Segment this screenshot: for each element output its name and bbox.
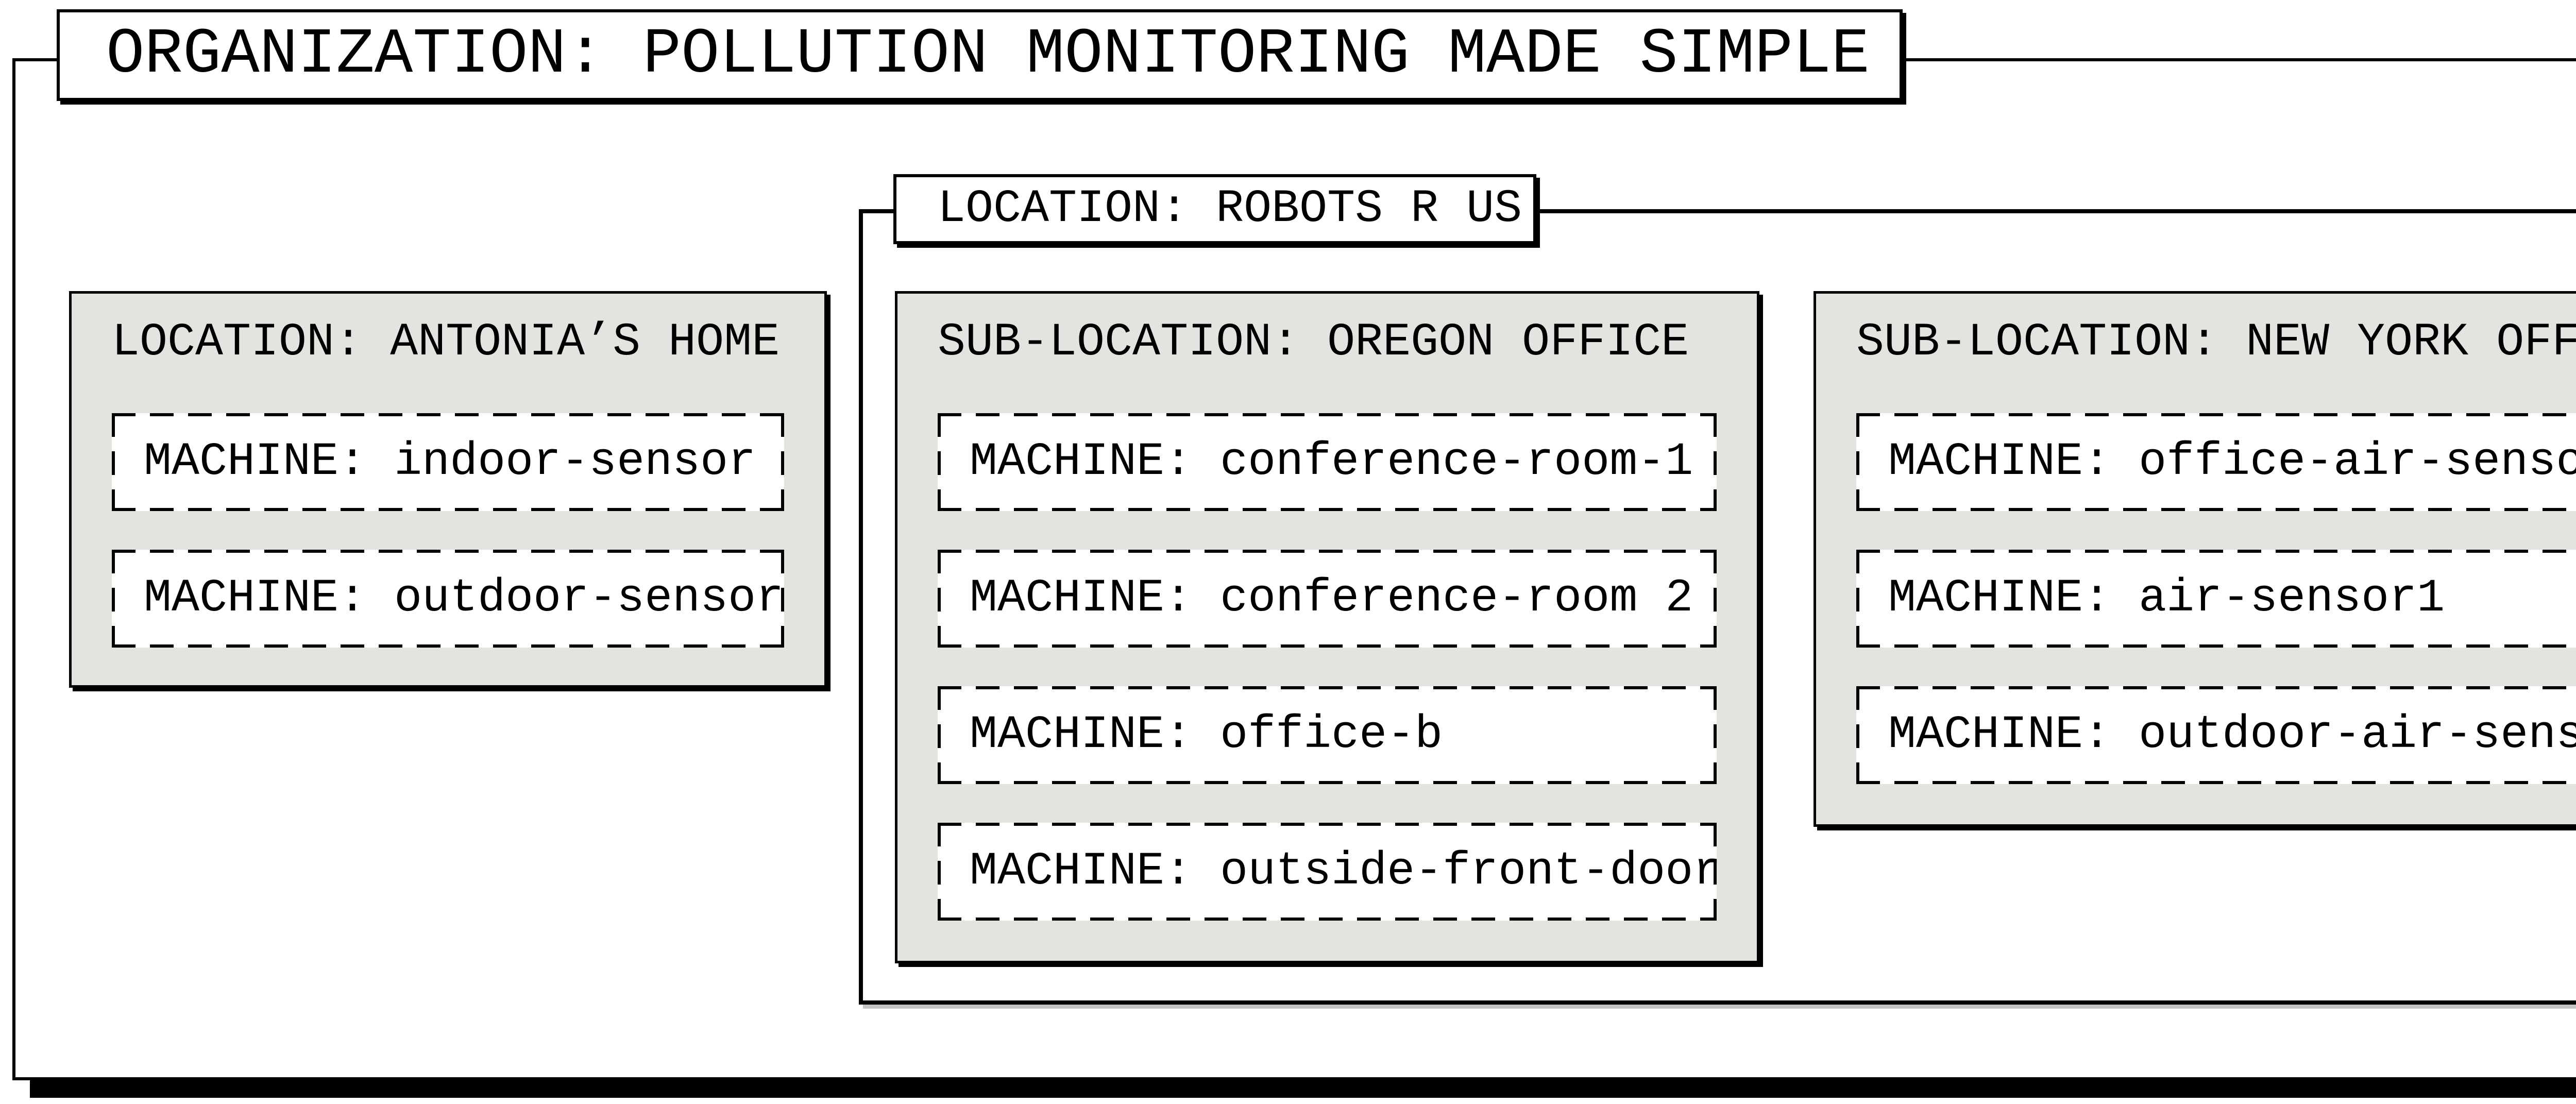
location-box-antonias-home: LOCATION: ANTONIA’S HOME MACHINE: indoor…: [69, 291, 827, 688]
sub-location-box-new-york-office: SUB-LOCATION: NEW YORK OFFICE MACHINE: o…: [1814, 291, 2576, 827]
machine-label: MACHINE: office-air-sensor: [1888, 436, 2576, 488]
machine-label: MACHINE: conference-room-1: [970, 436, 1693, 488]
machine-box: MACHINE: outside-front-door: [938, 823, 1721, 921]
machine-box: MACHINE: outdoor-air-sensor: [1856, 686, 2576, 784]
machine-label: MACHINE: outdoor-sensor: [144, 572, 784, 625]
machine-box: MACHINE: air-sensor1: [1856, 550, 2576, 648]
location-title: LOCATION: ROBOTS R US: [938, 183, 1522, 235]
machine-label: MACHINE: outside-front-door: [970, 845, 1721, 898]
sub-location-title: SUB-LOCATION: OREGON OFFICE: [938, 316, 1689, 369]
machine-label: MACHINE: indoor-sensor: [144, 436, 756, 488]
location-title: LOCATION: ANTONIA’S HOME: [112, 316, 780, 369]
machine-list: MACHINE: conference-room-1 MACHINE: conf…: [938, 413, 1721, 921]
organization-title: ORGANIZATION: POLLUTION MONITORING MADE …: [106, 19, 1870, 91]
machine-box: MACHINE: conference-room-1: [938, 413, 1717, 511]
machine-box: MACHINE: office-b: [938, 686, 1717, 784]
machine-box: MACHINE: office-air-sensor: [1856, 413, 2576, 511]
machine-label: MACHINE: air-sensor1: [1888, 572, 2445, 625]
location-label-robots-r-us: LOCATION: ROBOTS R US: [893, 174, 1536, 244]
machine-label: MACHINE: conference-room 2: [970, 572, 1693, 625]
machine-box: MACHINE: outdoor-sensor: [112, 550, 784, 648]
machine-label: MACHINE: office-b: [970, 709, 1443, 761]
machine-box: MACHINE: indoor-sensor: [112, 413, 784, 511]
machine-label: MACHINE: outdoor-air-sensor: [1888, 709, 2576, 761]
machine-list: MACHINE: office-air-sensor MACHINE: air-…: [1856, 413, 2576, 784]
sub-location-title: SUB-LOCATION: NEW YORK OFFICE: [1856, 316, 2576, 369]
organization-title-box: ORGANIZATION: POLLUTION MONITORING MADE …: [57, 9, 1903, 101]
machine-box: MACHINE: conference-room 2: [938, 550, 1717, 648]
machine-list: MACHINE: indoor-sensor MACHINE: outdoor-…: [112, 413, 784, 648]
sub-location-box-oregon-office: SUB-LOCATION: OREGON OFFICE MACHINE: con…: [895, 291, 1759, 963]
